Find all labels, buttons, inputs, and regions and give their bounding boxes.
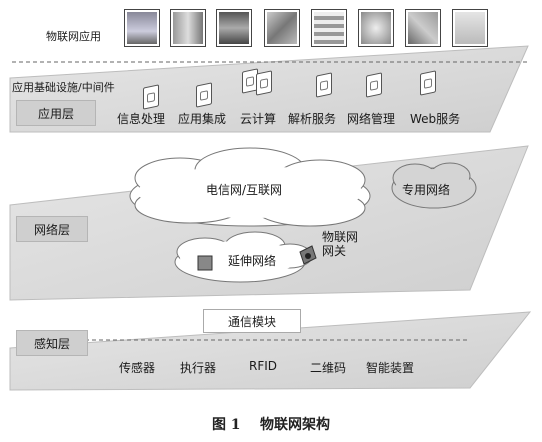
application-layer-label: 应用层 (16, 100, 96, 126)
comm-module-box: 通信模块 (203, 309, 301, 333)
app-thumbnail-5 (311, 9, 347, 47)
extended-node-icon (197, 255, 213, 271)
private-network-label: 专用网络 (402, 183, 451, 197)
service-icon-6 (420, 70, 436, 96)
telecom-cloud-fill (138, 166, 362, 218)
service-icon-3b (256, 70, 272, 96)
app-thumbnail-4 (264, 9, 300, 47)
service-label: 应用集成 (178, 112, 227, 126)
figure-caption: 图 1 物联网架构 (211, 417, 331, 433)
service-label: 解析服务 (288, 112, 337, 126)
device-label: 执行器 (180, 361, 217, 375)
app-thumbnail-2 (170, 9, 206, 47)
app-thumbnail-6 (358, 9, 394, 47)
device-label: 二维码 (310, 361, 347, 375)
service-icon-2 (196, 82, 212, 108)
iot-apps-label: 物联网应用 (46, 30, 101, 43)
perception-layer-label: 感知层 (16, 330, 88, 356)
device-label: RFID (249, 359, 278, 373)
app-thumbnail-7 (405, 9, 441, 47)
service-icon-4 (316, 72, 332, 98)
comm-module-label: 通信模块 (227, 314, 276, 329)
telecom-internet-label: 电信网/互联网 (206, 183, 283, 197)
service-label: 信息处理 (117, 112, 166, 126)
app-thumbnail-3 (216, 9, 252, 47)
gateway-device-icon (299, 245, 317, 265)
service-icon-5 (366, 72, 382, 98)
device-label: 传感器 (119, 361, 156, 375)
perception-plate (9, 311, 532, 391)
device-label: 智能装置 (366, 361, 415, 375)
private-cloud-fill (396, 169, 472, 203)
app-thumbnail-1 (124, 9, 160, 47)
network-layer-label: 网络层 (16, 216, 88, 242)
service-label: Web服务 (410, 112, 461, 126)
service-label: 云计算 (240, 112, 277, 126)
service-icon-1 (143, 84, 159, 110)
service-label: 网络管理 (347, 112, 396, 126)
app-thumbnail-8 (452, 9, 488, 47)
middleware-label: 应用基础设施/中间件 (12, 81, 115, 94)
extended-network-label: 延伸网络 (228, 254, 277, 268)
iot-gateway-label: 物联网 网关 (322, 230, 359, 258)
